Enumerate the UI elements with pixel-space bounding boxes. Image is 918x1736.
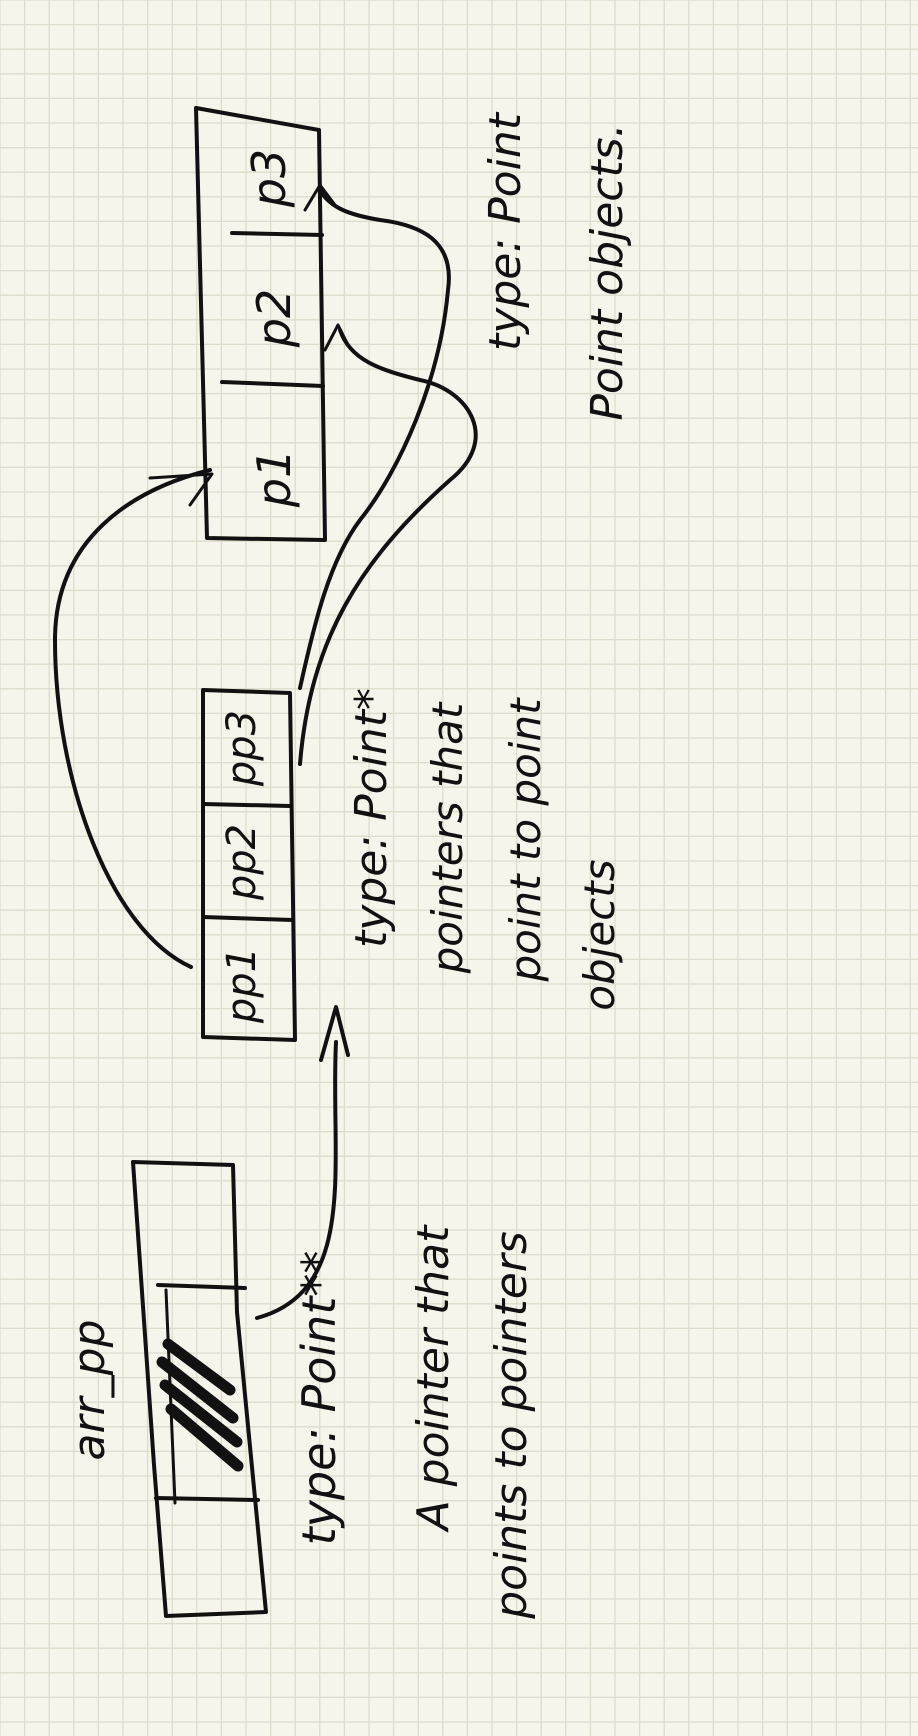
pointer-array-box: [201, 688, 297, 1042]
pointer-array-description-line1: pointers that: [423, 701, 472, 974]
svg-text:type: Point*: type: Point*: [346, 688, 397, 948]
svg-text:p2: p2: [247, 289, 301, 348]
svg-text:pp3: pp3: [219, 710, 265, 787]
svg-text:Point objects.: Point objects.: [582, 123, 633, 420]
variable-type-label: type: Point**: [292, 1251, 346, 1546]
pointer-array-description-line2: point to point: [501, 697, 550, 983]
pp2-label: pp2: [219, 824, 265, 901]
svg-text:pointers that: pointers that: [423, 701, 472, 974]
svg-text:pp2: pp2: [219, 824, 265, 901]
svg-text:type: Point**: type: Point**: [292, 1251, 346, 1546]
arrow-pp2-to-p2: [298, 323, 478, 766]
variable-description-line2: points to pointers: [486, 1231, 537, 1620]
object-array-description: Point objects.: [582, 123, 633, 420]
pp1-label: pp1: [219, 947, 265, 1024]
svg-text:point to point: point to point: [501, 697, 550, 983]
svg-text:p3: p3: [242, 149, 296, 208]
object-array-box: [194, 106, 327, 542]
svg-text:p1: p1: [247, 449, 301, 508]
variable-box: [131, 1160, 268, 1618]
variable-value-scribble: [156, 1338, 244, 1472]
p2-label: p2: [247, 289, 301, 348]
svg-text:A pointer that: A pointer that: [408, 1224, 459, 1534]
variable-name-label: arr_pp: [64, 1319, 115, 1460]
svg-text:arr_pp: arr_pp: [64, 1319, 115, 1460]
arrow-pp1-to-p1: [53, 468, 214, 969]
object-array-type-label: type: Point: [480, 111, 531, 351]
variable-description-line1: A pointer that: [408, 1224, 459, 1534]
p1-label: p1: [247, 449, 301, 508]
arrow-pp3-to-p3: [298, 183, 451, 690]
svg-text:objects: objects: [575, 859, 624, 1010]
svg-text:type: Point: type: Point: [480, 111, 531, 351]
arrow-variable-to-pointer-array: [255, 1005, 350, 1320]
pointer-array-description-line3: objects: [575, 859, 624, 1010]
pointer-array-type-label: type: Point*: [346, 688, 397, 948]
pp3-label: pp3: [219, 710, 265, 787]
svg-text:points to pointers: points to pointers: [486, 1231, 537, 1620]
p3-label: p3: [242, 149, 296, 208]
svg-text:pp1: pp1: [219, 947, 265, 1024]
